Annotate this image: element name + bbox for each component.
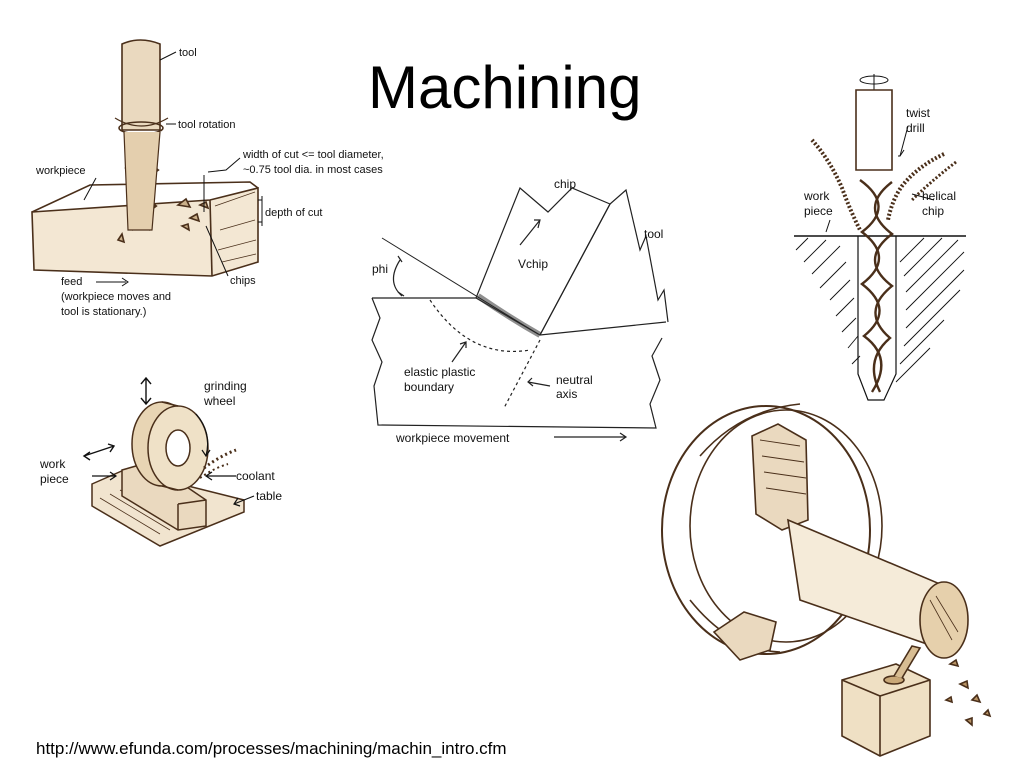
grinding-coolant-label: coolant: [236, 469, 275, 483]
drilling-work-label-2: piece: [804, 204, 833, 218]
milling-feed-label-2: (workpiece moves and: [61, 291, 171, 303]
grinding-table-label: table: [256, 489, 282, 503]
milling-width-of-cut-label-1: width of cut <= tool diameter,: [242, 149, 384, 161]
cutting-neutral-label-2: axis: [556, 387, 577, 401]
milling-tool-rotation-label: tool rotation: [178, 119, 235, 131]
cutting-phi-label: phi: [372, 262, 388, 276]
drilling-sketch: [794, 74, 966, 401]
cutting-vchip-label: Vchip: [518, 257, 548, 271]
drilling-work-label-1: work: [803, 189, 830, 203]
cutting-workpiece-movement-label: workpiece movement: [395, 431, 510, 445]
milling-depth-of-cut-label: depth of cut: [265, 207, 323, 219]
drilling-twist-label-2: drill: [906, 121, 925, 135]
milling-feed-label-1: feed: [61, 276, 82, 288]
cutting-tool-label: tool: [644, 227, 663, 241]
milling-tool-label: tool: [179, 47, 197, 59]
drilling-helical-label-2: chip: [922, 204, 944, 218]
milling-chips-label: chips: [230, 275, 256, 287]
milling-feed-label-3: tool is stationary.): [61, 306, 146, 318]
grinding-work-label-1: work: [39, 457, 66, 471]
grinding-sketch: [82, 376, 255, 547]
cutting-elastic-label-1: elastic plastic: [404, 365, 475, 379]
cutting-elastic-label-2: boundary: [404, 380, 454, 394]
source-url[interactable]: http://www.efunda.com/processes/machinin…: [36, 739, 507, 758]
cutting-neutral-label-1: neutral: [556, 373, 593, 387]
cutting-chip-label: chip: [554, 177, 576, 191]
drilling-twist-label-1: twist: [906, 106, 931, 120]
grinding-work-label-2: piece: [40, 472, 69, 486]
cutting-sketch: [371, 186, 669, 442]
grinding-wheel-label-1: grinding: [204, 379, 247, 393]
milling-sketch: [31, 39, 263, 287]
milling-width-of-cut-label-2: ~0.75 tool dia. in most cases: [243, 164, 383, 176]
lathe-sketch: [661, 403, 992, 757]
slide-title: Machining: [368, 54, 642, 121]
milling-workpiece-label: workpiece: [35, 165, 86, 177]
drilling-helical-label-1: helical: [922, 189, 956, 203]
grinding-wheel-label-2: wheel: [203, 394, 235, 408]
